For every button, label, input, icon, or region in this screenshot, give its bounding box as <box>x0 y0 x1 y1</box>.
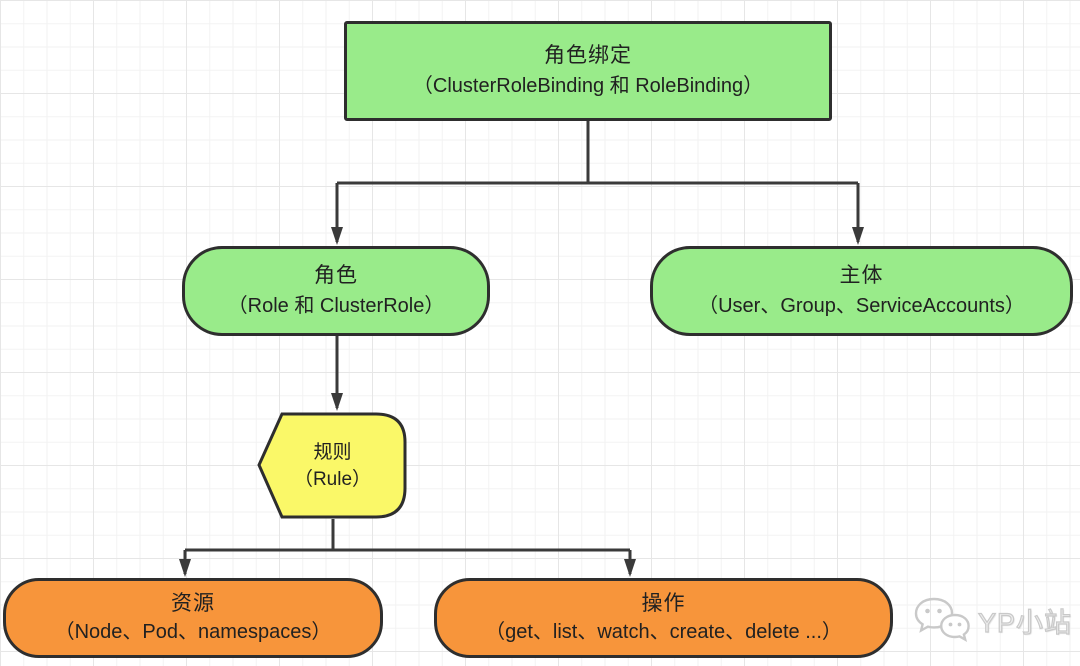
node-subject-subtitle: （User、Group、ServiceAccounts） <box>698 295 1025 317</box>
node-resource-subtitle: （Node、Pod、namespaces） <box>54 621 332 643</box>
node-action: 操作 （get、list、watch、create、delete ...） <box>434 578 893 658</box>
node-action-subtitle: （get、list、watch、create、delete ...） <box>485 621 842 643</box>
watermark: YP小站 <box>912 592 1077 648</box>
node-resource: 资源 （Node、Pod、namespaces） <box>3 578 383 658</box>
display-pentagon-shape <box>257 412 407 519</box>
node-role-binding-title: 角色绑定 <box>544 44 632 67</box>
node-role-title: 角色 <box>314 264 358 287</box>
watermark-label: YP小站 <box>977 607 1073 638</box>
node-subject-title: 主体 <box>839 264 884 287</box>
node-rule-subtitle: （Rule） <box>293 468 372 490</box>
node-rule-title: 规则 <box>313 441 352 463</box>
node-role-subtitle: （Role 和 ClusterRole） <box>227 295 445 317</box>
node-action-title: 操作 <box>641 592 686 615</box>
node-subject: 主体 （User、Group、ServiceAccounts） <box>650 246 1073 336</box>
node-resource-title: 资源 <box>171 592 215 615</box>
node-rule: 规则 （Rule） <box>256 411 409 520</box>
node-role: 角色 （Role 和 ClusterRole） <box>182 246 490 336</box>
node-role-binding-subtitle: （ClusterRoleBinding 和 RoleBinding） <box>412 75 764 97</box>
node-role-binding: 角色绑定 （ClusterRoleBinding 和 RoleBinding） <box>344 21 832 121</box>
wechat-icon <box>914 597 970 643</box>
